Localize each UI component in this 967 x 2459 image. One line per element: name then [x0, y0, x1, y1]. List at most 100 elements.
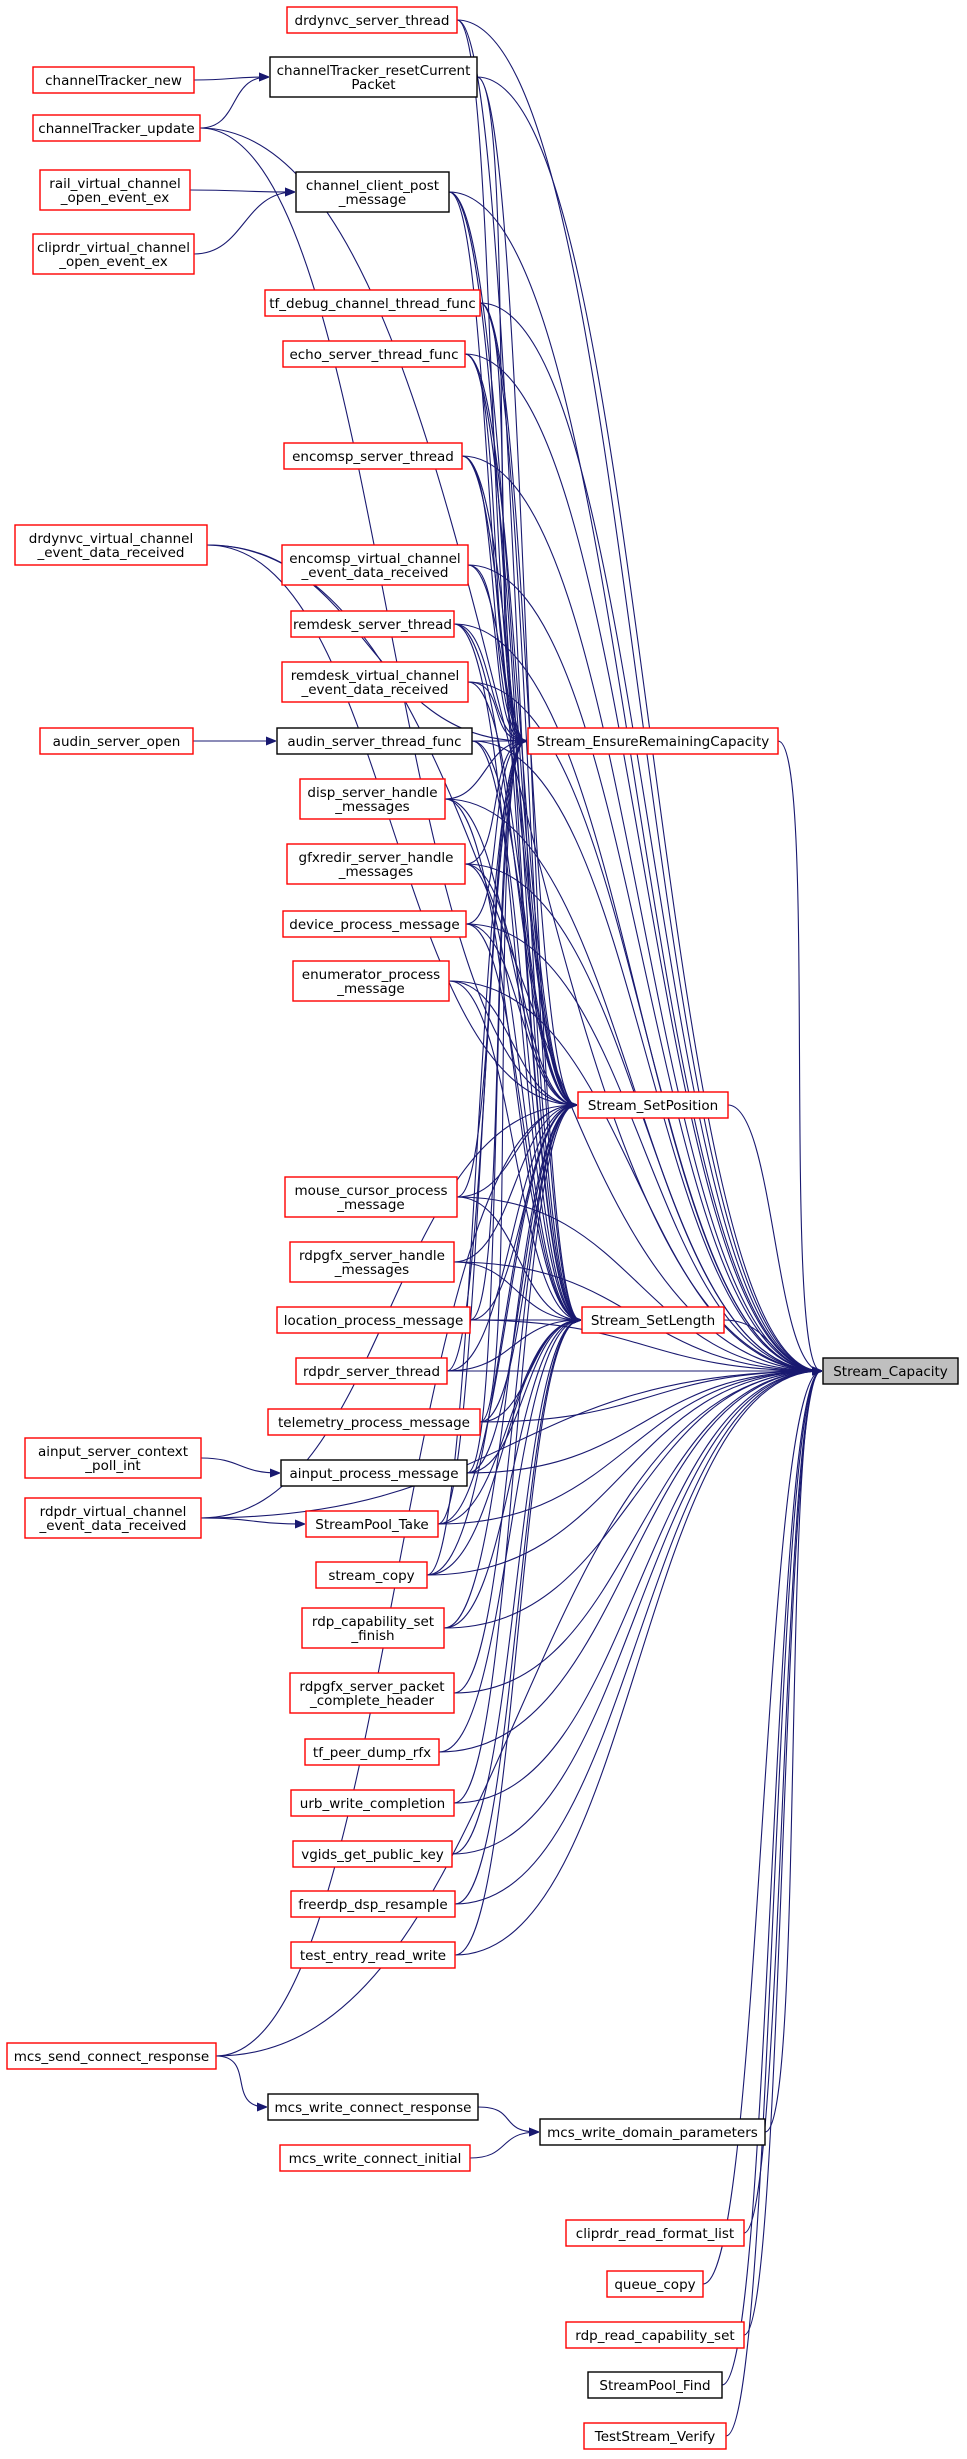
node-enumerator-process-message[interactable]: enumerator_process_message	[292, 960, 450, 1002]
node-label: ainput_server_context	[38, 1444, 188, 1460]
node-label: audin_server_thread_func	[287, 734, 461, 750]
node-label: channelTracker_update	[38, 121, 194, 137]
node-ainput-server-context-poll-int[interactable]: ainput_server_context_poll_int	[24, 1437, 202, 1479]
node-stream-set-position[interactable]: Stream_SetPosition	[577, 1091, 729, 1119]
node-box	[267, 2093, 479, 2121]
node-box	[24, 1497, 202, 1539]
edge-rdpdr-server-thread-to-stream-set-position	[446, 1105, 576, 1372]
node-drdynvc-server-thread[interactable]: drdynvc_server_thread	[286, 6, 458, 34]
node-label: rdpdr_virtual_channel	[40, 1504, 187, 1520]
node-box	[583, 2422, 727, 2450]
node-encomsp-virtual-channel-event-data-received[interactable]: encomsp_virtual_channel_event_data_recei…	[281, 544, 469, 586]
node-cliprdr-virtual-channel-open-event-ex[interactable]: cliprdr_virtual_channel_open_event_ex	[32, 233, 195, 275]
edge-location-process-message-to-stream-capacity	[469, 1319, 821, 1371]
node-label: mouse_cursor_process	[294, 1183, 447, 1199]
node-stream-pool-find[interactable]: StreamPool_Find	[587, 2371, 723, 2399]
node-box	[527, 727, 779, 755]
edge-rdpdr-server-thread-to-stream-set-length	[446, 1320, 580, 1372]
edge-echo-server-thread-func-to-stream-capacity	[464, 353, 821, 1371]
node-disp-server-handle-messages[interactable]: disp_server_handle_messages	[299, 778, 446, 820]
edge-rdpdr-virtual-channel-event-data-received-to-stream-capacity	[200, 1371, 821, 1519]
node-ainput-process-message[interactable]: ainput_process_message	[280, 1459, 468, 1487]
edge-echo-server-thread-func-to-stream-set-position	[464, 353, 576, 1105]
node-box	[290, 610, 455, 638]
node-channel-tracker-update[interactable]: channelTracker_update	[32, 114, 201, 142]
node-remdesk-server-thread[interactable]: remdesk_server_thread	[290, 610, 455, 638]
edge-tf-peer-dump-rfx-to-stream-set-length	[438, 1320, 580, 1753]
edge-rdp-read-capability-set-to-stream-capacity	[743, 1371, 821, 2336]
node-test-entry-read-write[interactable]: test_entry_read_write	[290, 1941, 456, 1969]
edge-telemetry-process-message-to-stream-set-position	[479, 1105, 576, 1423]
node-audin-server-thread-func[interactable]: audin_server_thread_func	[276, 727, 473, 755]
node-box	[24, 1437, 202, 1479]
node-gfxredir-server-handle-messages[interactable]: gfxredir_server_handle_messages	[286, 843, 466, 885]
node-label: Packet	[351, 77, 395, 93]
node-stream-copy[interactable]: stream_copy	[315, 1561, 428, 1589]
node-rdp-capability-set-finish[interactable]: rdp_capability_set_finish	[301, 1607, 445, 1649]
edge-cliprdr-virtual-channel-open-event-ex-to-channel-client-post-message	[193, 192, 294, 255]
node-mcs-write-connect-response[interactable]: mcs_write_connect_response	[267, 2093, 479, 2121]
edge-channel-tracker-reset-current-packet-to-stream-set-length	[476, 76, 580, 1320]
node-mouse-cursor-process-message[interactable]: mouse_cursor_process_message	[284, 1176, 458, 1218]
edge-channel-client-post-message-to-stream-capacity	[448, 191, 821, 1371]
node-rdp-read-capability-set[interactable]: rdp_read_capability_set	[565, 2321, 745, 2349]
node-rdpgfx-server-handle-messages[interactable]: rdpgfx_server_handle_messages	[289, 1241, 455, 1283]
node-stream-pool-take[interactable]: StreamPool_Take	[305, 1510, 439, 1538]
node-drdynvc-virtual-channel-event-data-received[interactable]: drdynvc_virtual_channel_event_data_recei…	[14, 524, 208, 566]
node-rail-virtual-channel-open-event-ex[interactable]: rail_virtual_channel_open_event_ex	[39, 169, 191, 211]
edge-rdpgfx-server-handle-messages-to-stream-set-length	[453, 1261, 580, 1320]
edge-remdesk-virtual-channel-event-data-received-to-stream-set-position	[467, 681, 576, 1105]
node-label: _message	[336, 1197, 404, 1213]
edge-rdp-capability-set-finish-to-stream-capacity	[443, 1371, 821, 1629]
node-label: queue_copy	[614, 2277, 695, 2293]
node-box	[290, 1890, 456, 1918]
node-telemetry-process-message[interactable]: telemetry_process_message	[267, 1408, 481, 1436]
node-tf-peer-dump-rfx[interactable]: tf_peer_dump_rfx	[304, 1738, 440, 1766]
node-mcs-write-domain-parameters[interactable]: mcs_write_domain_parameters	[539, 2118, 766, 2146]
node-freerdp-dsp-resample[interactable]: freerdp_dsp_resample	[290, 1890, 456, 1918]
edge-channel-tracker-reset-current-packet-to-stream-capacity	[476, 76, 821, 1371]
node-urb-write-completion[interactable]: urb_write_completion	[290, 1789, 455, 1817]
node-rdpgfx-server-packet-complete-header[interactable]: rdpgfx_server_packet_complete_header	[289, 1672, 455, 1714]
node-box	[292, 1840, 453, 1868]
node-label: mcs_write_connect_response	[275, 2100, 472, 2116]
edge-channel-tracker-update-to-channel-tracker-reset-current-packet	[199, 77, 268, 129]
edge-ainput-process-message-to-stream-capacity	[466, 1371, 821, 1474]
edge-device-process-message-to-stream-capacity	[465, 923, 821, 1371]
node-box	[606, 2270, 704, 2298]
node-label: disp_server_handle	[307, 785, 437, 801]
edge-channel-tracker-reset-current-packet-to-stream-ensure-remaining-capacity	[476, 76, 526, 741]
node-rdpdr-virtual-channel-event-data-received[interactable]: rdpdr_virtual_channel_event_data_receive…	[24, 1497, 202, 1539]
node-queue-copy[interactable]: queue_copy	[606, 2270, 704, 2298]
node-tf-debug-channel-thread-func[interactable]: tf_debug_channel_thread_func	[264, 289, 481, 317]
node-stream-set-length[interactable]: Stream_SetLength	[581, 1306, 725, 1334]
node-stream-ensure-remaining-capacity[interactable]: Stream_EnsureRemainingCapacity	[527, 727, 779, 755]
node-audin-server-open[interactable]: audin_server_open	[39, 727, 194, 755]
node-encomsp-server-thread[interactable]: encomsp_server_thread	[283, 442, 463, 470]
node-cliprdr-read-format-list[interactable]: cliprdr_read_format_list	[565, 2219, 745, 2247]
node-device-process-message[interactable]: device_process_message	[282, 910, 467, 938]
node-test-stream-verify[interactable]: TestStream_Verify	[583, 2422, 727, 2450]
node-mcs-write-connect-initial[interactable]: mcs_write_connect_initial	[279, 2144, 471, 2172]
node-box	[279, 2144, 471, 2172]
node-channel-tracker-new[interactable]: channelTracker_new	[32, 66, 195, 94]
node-label: StreamPool_Take	[315, 1517, 428, 1533]
node-label: telemetry_process_message	[278, 1415, 470, 1431]
node-location-process-message[interactable]: location_process_message	[276, 1306, 471, 1334]
node-rdpdr-server-thread[interactable]: rdpdr_server_thread	[295, 1357, 448, 1385]
node-vgids-get-public-key[interactable]: vgids_get_public_key	[292, 1840, 453, 1868]
node-label: _open_event_ex	[60, 190, 169, 206]
node-box	[290, 1941, 456, 1969]
node-mcs-send-connect-response[interactable]: mcs_send_connect_response	[6, 2042, 217, 2070]
node-label: encomsp_virtual_channel	[289, 551, 460, 567]
node-box	[282, 910, 467, 938]
node-box	[581, 1306, 725, 1334]
edge-cliprdr-read-format-list-to-stream-capacity	[743, 1371, 821, 2234]
edge-vgids-get-public-key-to-stream-capacity	[451, 1371, 821, 1855]
node-remdesk-virtual-channel-event-data-received[interactable]: remdesk_virtual_channel_event_data_recei…	[281, 661, 469, 703]
node-box	[39, 727, 194, 755]
node-channel-client-post-message[interactable]: channel_client_post_message	[295, 171, 450, 213]
node-stream-capacity[interactable]: Stream_Capacity	[822, 1357, 959, 1385]
node-echo-server-thread-func[interactable]: echo_server_thread_func	[282, 340, 466, 368]
